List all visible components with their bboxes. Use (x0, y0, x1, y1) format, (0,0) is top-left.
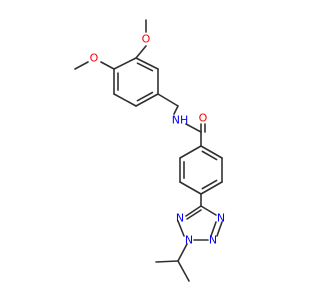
atom-label-n-amide: NH (172, 114, 189, 127)
atom-label-n-t1: N (176, 212, 184, 225)
bond-tz-double-1 (186, 209, 202, 220)
bond-ringB-3 (200, 181, 223, 195)
bond-ringB-double-1 (201, 150, 218, 161)
bond-ringA-4 (113, 93, 137, 107)
bond-c1-ch2 (157, 93, 179, 107)
atom-label-n-t3: N (209, 234, 217, 247)
bond-ringA-double-1 (136, 62, 154, 72)
bond-ringB-1 (200, 145, 223, 159)
bond-ch-me4 (177, 260, 190, 282)
bond-layer (74, 19, 223, 282)
bond-tz-c-n4 (185, 205, 202, 217)
bond-n-cc (185, 123, 202, 133)
atom-label-n-t2: N (185, 234, 193, 247)
atom-label-o-para: O (90, 52, 99, 65)
bond-c4-o2 (100, 61, 115, 70)
bond-n3-ch (177, 243, 188, 262)
bond-ringA-1 (135, 57, 159, 70)
bond-ringA-5 (135, 93, 159, 107)
bond-tz-n4-n3 (177, 220, 185, 237)
bond-ringB-6 (179, 145, 202, 159)
bond-ch2-n (173, 105, 179, 115)
bond-c3-o1 (135, 45, 147, 59)
bond-o2-me2 (74, 61, 89, 70)
bond-tz-n1-c (200, 205, 217, 216)
bond-ch-me3 (155, 260, 179, 263)
bond-tz-double-2 (210, 221, 217, 237)
atom-label-o-carbonyl: O (199, 112, 208, 125)
bond-ringB-4 (179, 181, 202, 195)
bond-ringB-double-2 (201, 179, 218, 190)
atom-label-n-t4: N (217, 212, 225, 225)
bond-ringA-2 (113, 57, 137, 70)
atom-label-o-meta: O (142, 33, 151, 46)
bond-ringA-double-3 (136, 91, 154, 102)
bond-tz-n2-n1 (216, 221, 223, 237)
